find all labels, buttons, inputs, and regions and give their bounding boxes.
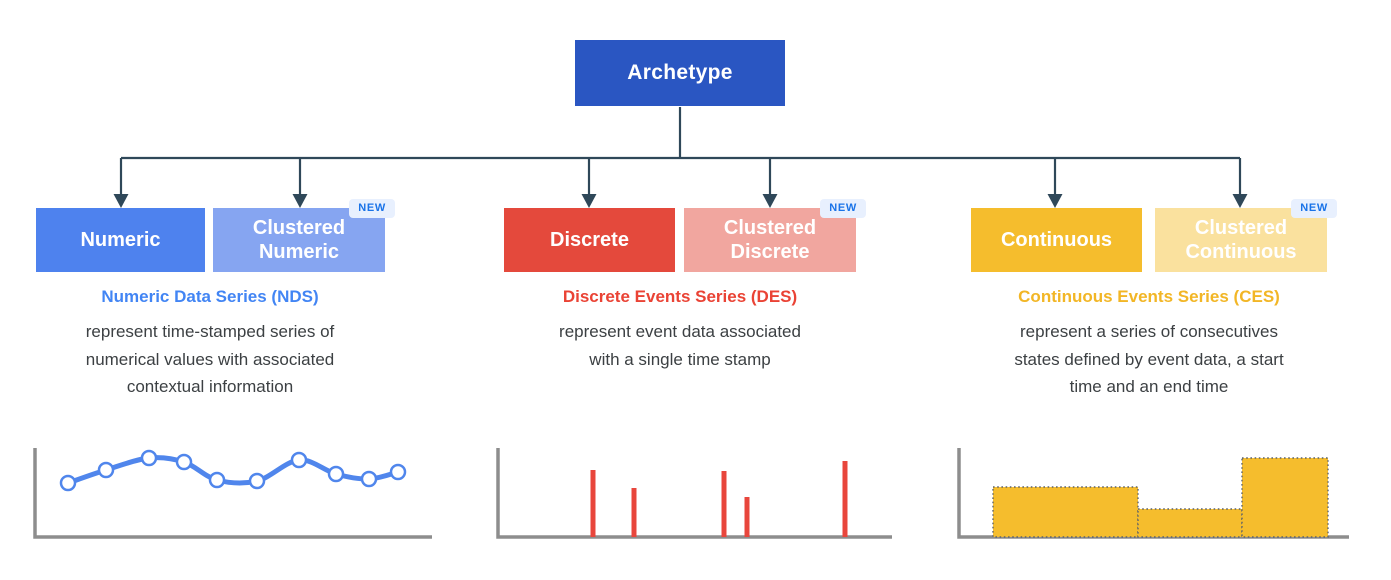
new-badge: NEW xyxy=(349,199,395,218)
continuous-description: Continuous Events Series (CES) represent… xyxy=(949,287,1349,401)
numeric-description: Numeric Data Series (NDS) represent time… xyxy=(10,287,410,401)
continuous-description-heading: Continuous Events Series (CES) xyxy=(1018,287,1280,306)
node-continuous: Continuous xyxy=(971,208,1142,272)
node-discrete: Discrete xyxy=(504,208,675,272)
node-discrete-label: Discrete xyxy=(550,228,629,251)
description-line: contextual information xyxy=(126,377,294,396)
arrowhead-icon xyxy=(762,194,778,208)
node-clustered-continuous-label: Clustered Continuous xyxy=(1185,216,1297,263)
arrowhead-icon xyxy=(1232,194,1248,208)
arrowhead-icon xyxy=(113,194,129,208)
description-line: numerical values with associated xyxy=(85,349,335,369)
node-clustered-discrete-label: Clustered Discrete xyxy=(723,216,817,263)
node-archetype: Archetype xyxy=(575,40,785,106)
arrowhead-icon xyxy=(1047,194,1063,208)
numeric-description-heading: Numeric Data Series (NDS) xyxy=(101,287,319,306)
node-numeric-label: Numeric xyxy=(80,228,161,251)
node-continuous-label: Continuous xyxy=(1000,228,1113,251)
node-numeric: Numeric xyxy=(36,208,205,272)
description-line: time and an end time xyxy=(1069,377,1229,396)
node-clustered-numeric: Clustered Numeric NEW xyxy=(213,199,395,272)
description-line: represent time-stamped series of xyxy=(85,322,335,341)
discrete-description-heading: Discrete Events Series (DES) xyxy=(562,287,798,306)
numeric-example-chart xyxy=(33,448,432,539)
description-line: with a single time stamp xyxy=(589,349,771,369)
node-clustered-continuous: Clustered Continuous NEW xyxy=(1155,199,1337,272)
node-archetype-label: Archetype xyxy=(627,61,733,85)
continuous-example-chart xyxy=(957,448,1349,539)
arrowhead-icon xyxy=(581,194,597,208)
description-line: represent event data associated xyxy=(559,322,801,341)
discrete-description-body: represent event data associated with a si… xyxy=(480,318,880,373)
description-line: represent a series of consecutives xyxy=(1020,322,1278,341)
new-badge: NEW xyxy=(1291,199,1337,218)
continuous-description-body: represent a series of consecutives states… xyxy=(949,318,1349,401)
discrete-description: Discrete Events Series (DES) represent e… xyxy=(480,287,880,373)
discrete-example-chart xyxy=(496,448,892,539)
new-badge: NEW xyxy=(820,199,866,218)
numeric-description-body: represent time-stamped series of numerica… xyxy=(10,318,410,401)
node-clustered-numeric-label: Clustered Numeric xyxy=(252,216,346,263)
node-clustered-discrete: Clustered Discrete NEW xyxy=(684,199,866,272)
arrowhead-icon xyxy=(292,194,308,208)
description-line: states defined by event data, a start xyxy=(1014,349,1284,369)
